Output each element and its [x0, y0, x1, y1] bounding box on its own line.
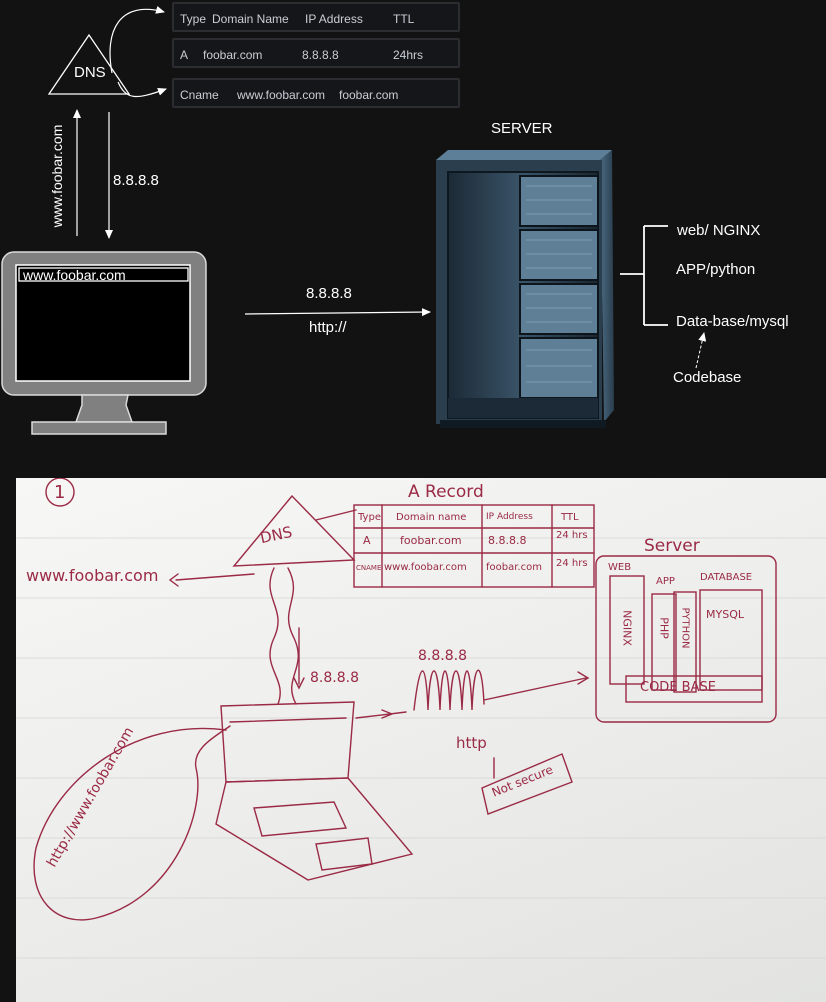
a-ip: 8.8.8.8	[302, 48, 339, 62]
sketch-th-ttl: TTL	[561, 512, 579, 523]
codebase-label: Codebase	[673, 369, 742, 386]
component-app: APP/python	[676, 261, 756, 278]
header-type: Type	[180, 12, 207, 26]
request-protocol-label: http://	[309, 319, 347, 336]
component-database: Data-base/mysql	[676, 313, 789, 330]
dns-table-cname-row: Cname www.foobar.com foobar.com	[172, 78, 460, 108]
sketch-squiggle-vertical	[269, 567, 281, 705]
sketch-page-number: 1	[54, 482, 66, 503]
dns-table-header-row: Type Domain Name IP Address TTL	[172, 2, 460, 32]
components-bracket	[620, 225, 668, 326]
response-ip-label: 8.8.8.8	[113, 172, 159, 189]
dns-triangle	[47, 33, 131, 95]
sketch-drawing	[16, 478, 826, 959]
cname-type: Cname	[180, 88, 219, 102]
sketch-a-ttl: 24 hrs	[556, 530, 588, 541]
dns-to-cname-arrow	[117, 81, 167, 97]
sketch-table	[353, 504, 595, 588]
sketch-ip-wave: 8.8.8.8	[418, 648, 467, 664]
sketch-col-database: DATABASE	[700, 572, 753, 583]
sketch-th-ip: IP Address	[486, 512, 533, 522]
sketch-th-domain: Domain name	[396, 512, 467, 523]
dns-label: DNS	[74, 64, 106, 81]
query-label: www.foobar.com	[49, 124, 65, 228]
header-domain: Domain Name	[212, 12, 289, 26]
monitor-url-text: www.foobar.com	[23, 267, 126, 283]
sketch-th-type: Type	[358, 512, 381, 523]
sketch-col-web: WEB	[608, 562, 632, 573]
cname-domain: www.foobar.com	[237, 88, 326, 102]
sketch-laptop	[215, 701, 414, 881]
sketch-nginx: NGINX	[620, 610, 634, 646]
sketch-cname-domain: www.foobar.com	[384, 562, 467, 573]
sketch-record-title: A Record	[408, 482, 484, 502]
a-domain: foobar.com	[203, 48, 263, 62]
sketch-mysql: MYSQL	[706, 608, 744, 621]
monitor-screen	[15, 264, 191, 382]
a-ttl: 24hrs	[393, 48, 424, 62]
sketch-codebase: CODE BASE	[640, 680, 716, 695]
sketch-cname-target: foobar.com	[486, 562, 542, 573]
sketch-a-ip: 8.8.8.8	[488, 534, 527, 547]
monitor-url-box	[18, 267, 189, 282]
dns-to-header-arrow	[109, 6, 165, 74]
sketch-server-title: Server	[644, 536, 700, 556]
sketch-python: PYTHON	[679, 607, 691, 649]
sketch-col-app: APP	[656, 576, 675, 587]
codebase-arrow	[695, 332, 707, 369]
header-ttl: TTL	[393, 12, 415, 26]
header-ip: IP Address	[305, 12, 363, 26]
request-arrow	[244, 308, 431, 317]
sketch-ip-down: 8.8.8.8	[310, 670, 359, 686]
monitor-base	[31, 421, 167, 435]
sketch-php: PHP	[657, 617, 671, 639]
server-rack	[436, 150, 614, 428]
sketch-cname-type: CNAME	[356, 564, 382, 572]
sketch-a-type: A	[363, 534, 371, 547]
digital-diagram	[1, 6, 707, 435]
server-title: SERVER	[491, 120, 553, 137]
cname-target: foobar.com	[339, 88, 399, 102]
sketch-a-domain: foobar.com	[400, 534, 462, 547]
sketch-not-secure-box	[481, 753, 573, 815]
sketch-www-label: www.foobar.com	[26, 566, 159, 585]
component-web: web/ NGINX	[677, 222, 761, 239]
sketch-server-box	[595, 555, 777, 723]
monitor-neck	[74, 394, 134, 423]
dns-table-a-row: A foobar.com 8.8.8.8 24hrs	[172, 38, 460, 68]
handwritten-sketch-photo: 1 A Record DNS Type Domain name IP Addre…	[16, 478, 826, 1002]
sketch-http-wave	[413, 669, 485, 711]
sketch-http-label: http	[456, 734, 487, 752]
request-ip-label: 8.8.8.8	[306, 285, 352, 302]
page-number-circle	[45, 478, 75, 507]
sketch-dns-triangle	[232, 494, 356, 567]
sketch-url-bubble	[33, 725, 231, 921]
a-type: A	[180, 48, 189, 62]
sketch-cname-ttl: 24 hrs	[556, 558, 588, 569]
